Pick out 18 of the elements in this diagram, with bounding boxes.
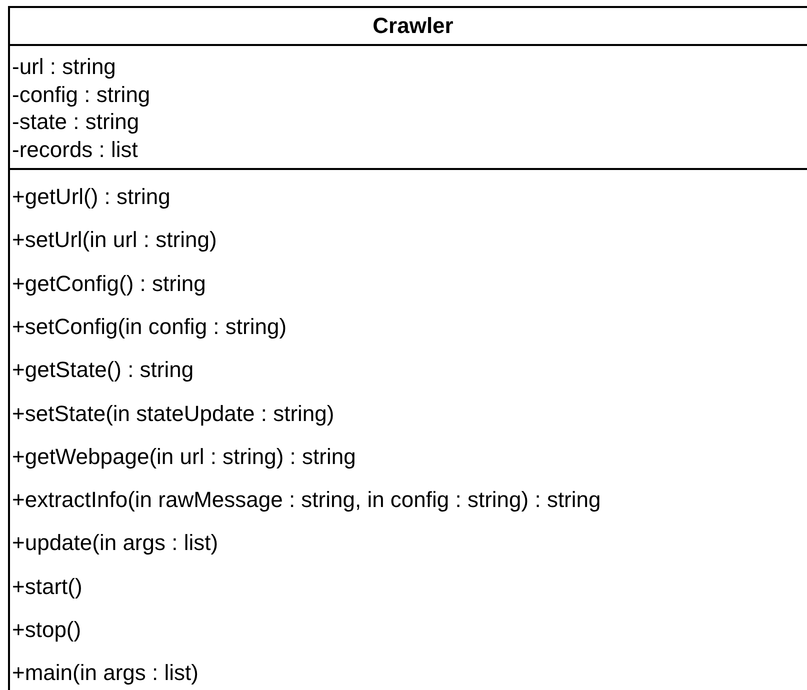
method-text: +setUrl(in url : string) (12, 227, 217, 254)
method-text: +getUrl() : string (12, 184, 170, 210)
attribute-text: -state : string (12, 109, 140, 136)
method-text: +getConfig() : string (12, 270, 206, 297)
method-text: +update(in args : list) (12, 530, 218, 556)
method-text: +setConfig(in config : string) (12, 314, 287, 340)
method-text: +extractInfo(in rawMessage : string, in config : string) : string (12, 487, 601, 514)
method-text: +start() (12, 574, 82, 600)
attribute-text: -url : string (12, 54, 116, 80)
attribute-text: -records : list (12, 137, 138, 164)
method-text: +getWebpage(in url : string) : string (12, 444, 356, 470)
class-box (8, 6, 807, 690)
class-name: Crawler (372, 12, 454, 40)
method-text: +setState(in stateUpdate : string) (12, 400, 334, 426)
method-text: +stop() (12, 617, 82, 643)
attribute-text: -config : string (12, 82, 150, 108)
method-text: +main(in args : list) (12, 660, 198, 686)
method-text: +getState() : string (12, 357, 194, 384)
